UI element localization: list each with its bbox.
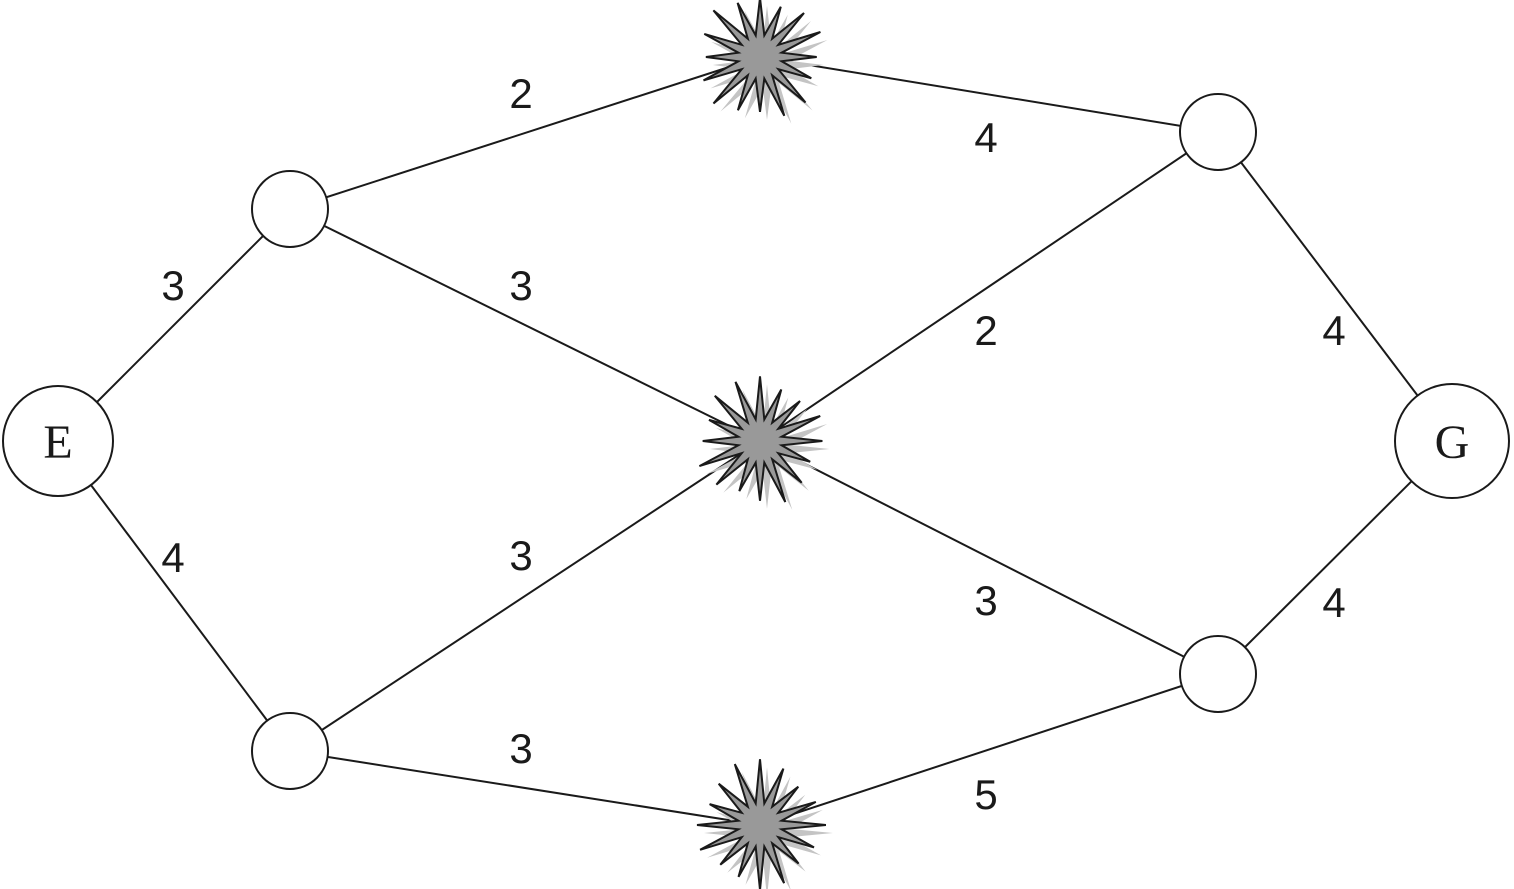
node-circle xyxy=(2,385,114,497)
edge-weight-b-s2: 3 xyxy=(509,532,532,579)
node-b xyxy=(251,712,329,790)
edge-weight-c-g: 4 xyxy=(1322,307,1345,354)
edge-c-g xyxy=(1217,131,1453,442)
node-c xyxy=(1179,93,1257,171)
node-circle xyxy=(251,712,329,790)
node-a xyxy=(251,170,329,248)
edge-weight-e-b: 4 xyxy=(161,534,184,581)
edge-e-b xyxy=(57,440,291,752)
burst-shape xyxy=(698,376,823,503)
node-d xyxy=(1179,635,1257,713)
edge-weights-layer: 3 4 2 3 3 3 4 2 3 5 4 4 xyxy=(161,70,1345,818)
edge-weight-s2-c: 2 xyxy=(974,307,997,354)
node-label: E xyxy=(43,416,72,469)
edge-b-s2 xyxy=(289,440,761,752)
edge-a-s2 xyxy=(289,208,761,442)
edge-weight-b-s3: 3 xyxy=(509,725,532,772)
node-circle xyxy=(1179,93,1257,171)
edge-s3-d xyxy=(759,673,1219,826)
edge-weight-s2-d: 3 xyxy=(974,577,997,624)
edge-s1-c xyxy=(759,56,1219,133)
edge-s2-c xyxy=(759,131,1219,442)
burst-node-s3 xyxy=(696,759,833,889)
edge-weight-s1-c: 4 xyxy=(974,114,997,161)
node-g: G xyxy=(1394,383,1510,499)
burst-node-s1 xyxy=(703,0,828,124)
edge-weight-e-a: 3 xyxy=(161,262,184,309)
burst-shape xyxy=(696,759,826,889)
node-circle xyxy=(1394,383,1510,499)
edge-weight-d-g: 4 xyxy=(1322,579,1345,626)
edge-a-s1 xyxy=(289,56,761,210)
edge-b-s3 xyxy=(289,750,761,826)
edge-weight-a-s1: 2 xyxy=(509,70,532,117)
node-e: E xyxy=(2,385,114,497)
burst-node-s2 xyxy=(698,376,830,510)
node-circle xyxy=(251,170,329,248)
burst-shape xyxy=(703,0,821,117)
node-circle xyxy=(1179,635,1257,713)
edge-weight-a-s2: 3 xyxy=(509,262,532,309)
edge-weight-s3-d: 5 xyxy=(974,771,997,818)
node-label: G xyxy=(1435,416,1470,469)
edges-layer xyxy=(57,56,1453,826)
edge-s2-d xyxy=(759,440,1219,675)
